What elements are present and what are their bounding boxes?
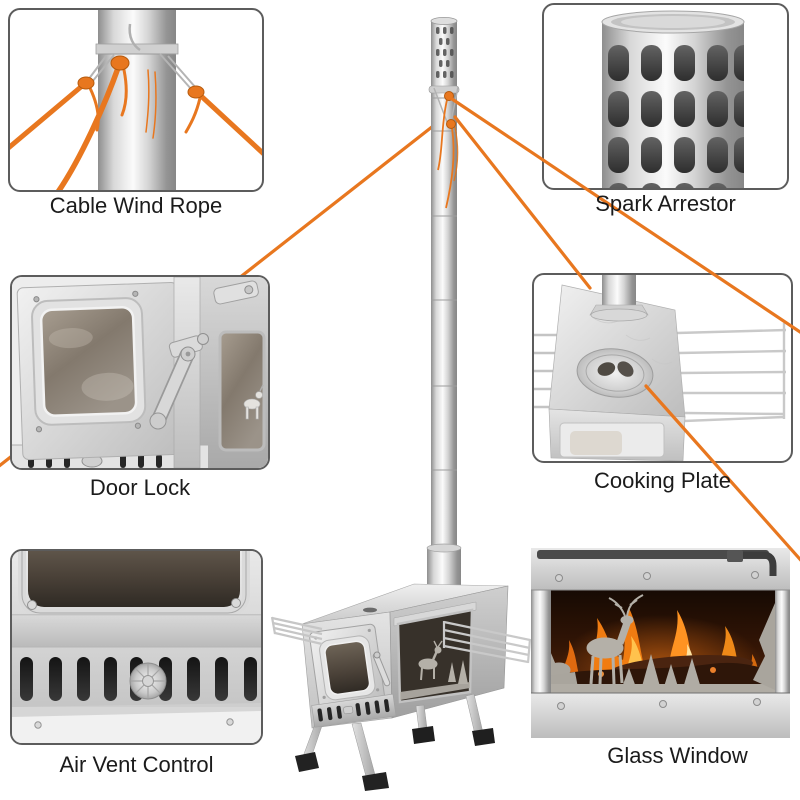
stag-cutout — [586, 594, 644, 685]
left-rack — [534, 333, 559, 409]
window-glass-bottom — [28, 551, 240, 607]
stove-top-face — [301, 583, 509, 625]
callout-box-cable-wind-rope — [8, 8, 264, 192]
wire-hooks — [87, 53, 197, 91]
vent-dial — [129, 662, 167, 700]
bottom-band — [531, 693, 790, 738]
callout-box-door-lock — [10, 275, 270, 470]
stove-side-face — [389, 585, 509, 719]
door-latch — [372, 651, 391, 687]
screw — [27, 600, 37, 610]
screw — [34, 721, 42, 729]
callout-label-spark-arrestor: Spark Arrestor — [595, 191, 736, 216]
screw — [643, 572, 651, 580]
top-damper-hole — [363, 607, 377, 613]
cooking-plate-disc — [576, 348, 654, 398]
spark-arrestor-photo — [601, 10, 745, 188]
right-side-rack — [442, 620, 532, 664]
side-window-partial — [218, 330, 266, 452]
stove-front-face — [301, 611, 393, 729]
finger-hole — [617, 361, 634, 377]
right-rack — [676, 323, 787, 423]
tree-cutout — [448, 662, 456, 682]
callout-label-glass-window: Glass Window — [607, 743, 748, 768]
door-panel — [16, 282, 184, 461]
tree-cutout — [458, 660, 468, 684]
screw — [659, 700, 667, 708]
callout-label-cooking-plate: Cooking Plate — [594, 468, 731, 493]
screw — [231, 598, 241, 608]
screw — [226, 718, 234, 726]
rope-knot-lower — [446, 119, 456, 129]
pipe-section-seams — [431, 97, 457, 471]
callout-label-cable-wind-rope: Cable Wind Rope — [49, 193, 223, 218]
screw — [557, 702, 565, 710]
right-edge-cutout — [753, 603, 775, 690]
left-frame — [531, 548, 551, 738]
rope-knots — [433, 86, 459, 209]
finger-hole — [597, 362, 616, 376]
cable-wind-rope-photo — [10, 10, 262, 190]
glass-window-photo — [531, 548, 790, 738]
deer-cutout — [418, 640, 443, 681]
chimney-stub — [602, 275, 636, 305]
ground-cutout — [551, 684, 775, 693]
spark-arrestor-perforations — [436, 27, 454, 78]
side-window — [393, 601, 477, 704]
handle-bracket — [727, 550, 743, 562]
pipe — [98, 10, 176, 190]
stove-body — [301, 583, 509, 729]
rope-knot — [110, 55, 130, 71]
door-glass — [324, 640, 371, 696]
air-vent-control-photo — [12, 551, 261, 743]
chimney-pipe — [426, 16, 462, 604]
left-side-rack — [270, 616, 323, 646]
callout-box-air-vent-control — [10, 549, 263, 745]
shackle-wire — [128, 23, 141, 52]
callout-box-spark-arrestor — [542, 3, 789, 190]
screw — [555, 574, 563, 582]
callout-label-air-vent-control: Air Vent Control — [59, 752, 214, 777]
door-lock-photo — [12, 277, 268, 468]
stove-door — [309, 623, 386, 712]
right-frame — [775, 548, 790, 738]
rope-knot-upper — [444, 91, 454, 101]
screw — [751, 571, 759, 579]
screw — [753, 698, 761, 706]
callout-label-door-lock: Door Lock — [89, 475, 191, 500]
callout-box-cooking-plate — [532, 273, 793, 463]
front-vent-strip — [311, 693, 397, 728]
cooking-plate-photo — [534, 275, 787, 461]
callout-photo-glass-window — [531, 548, 790, 738]
rope-knot — [187, 85, 205, 99]
rope-knot — [77, 76, 95, 90]
stove-legs — [295, 693, 495, 791]
door-glass — [39, 306, 138, 417]
vent-handle — [343, 705, 354, 715]
